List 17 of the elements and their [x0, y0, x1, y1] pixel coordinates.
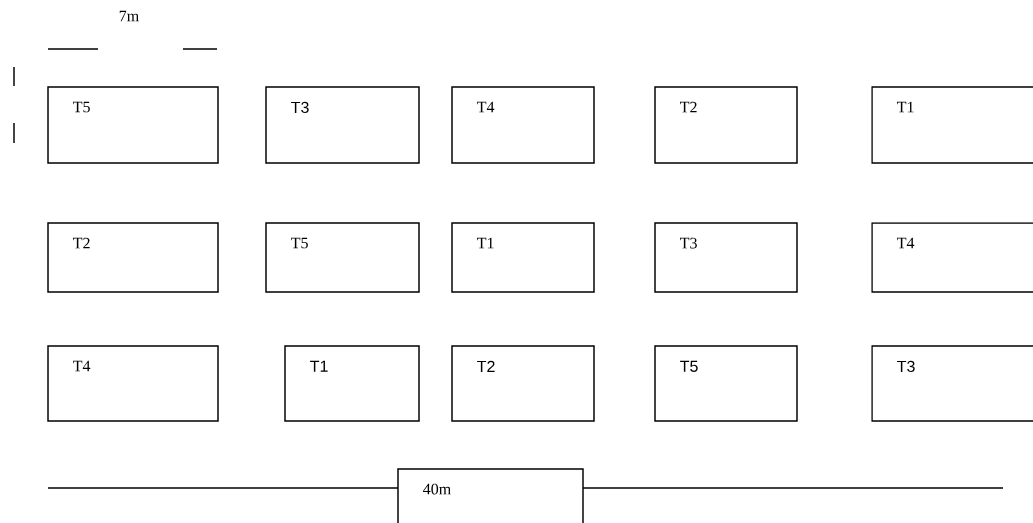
- plot-box: T5: [265, 222, 420, 293]
- plot-box: T5: [47, 86, 219, 164]
- dimension-box: 40m: [397, 468, 584, 523]
- plot-box: T3: [654, 222, 798, 293]
- plot-box: T5: [654, 345, 798, 422]
- plot-box: T1: [451, 222, 595, 293]
- plot-box: T1: [284, 345, 420, 422]
- plot-box: T2: [654, 86, 798, 164]
- plot-box: T3: [871, 345, 1033, 422]
- plot-box: T4: [47, 345, 219, 422]
- plot-box: T1: [871, 86, 1033, 164]
- plot-box: T2: [47, 222, 219, 293]
- plot-box: T2: [451, 345, 595, 422]
- dimension-label: 7m: [119, 10, 139, 22]
- plot-box: T4: [451, 86, 595, 164]
- plot-box: T3: [265, 86, 420, 164]
- plot-box: T4: [871, 222, 1033, 293]
